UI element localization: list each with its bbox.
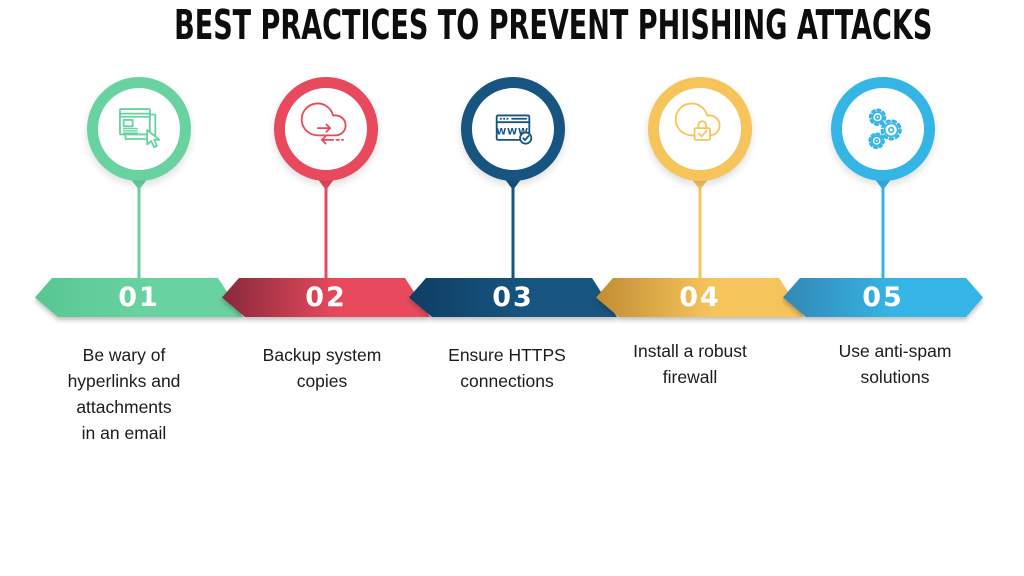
connector-line (881, 184, 885, 278)
cloud-lock-icon (674, 102, 721, 141)
step-number: 03 (492, 282, 534, 313)
step-circle (648, 77, 752, 181)
step-column-3: WWW Ensure HTTPS connections (409, 60, 617, 480)
step-banner-4: 04 (596, 278, 804, 317)
step-description: Use anti-spam solutions (838, 341, 952, 387)
banner-ribbon: 01 (35, 278, 243, 317)
step-circle: WWW (461, 77, 565, 181)
step-description: Backup system copies (262, 345, 382, 391)
step-circle (274, 77, 378, 181)
gears-icon (868, 108, 902, 150)
banner-ribbon: 02 (222, 278, 430, 317)
step-number: 05 (862, 282, 904, 313)
step-banner-1: 01 (35, 278, 243, 317)
gear-large-right (880, 119, 902, 141)
browser-windows-cursor-icon (119, 108, 161, 149)
step-column-1: Be wary of hyperlinks and attachments in… (35, 60, 243, 480)
banner-ribbon: 03 (409, 278, 617, 317)
step-column-5: Use anti-spam solutions (779, 60, 987, 480)
step-column-2: Backup system copies (222, 60, 430, 480)
step-banner-2: 02 (222, 278, 430, 317)
step-column-4: Install a robust firewall (596, 60, 804, 480)
banner-ribbon: 04 (596, 278, 804, 317)
step-number: 02 (305, 282, 347, 313)
step-banner-5: 05 (783, 278, 983, 317)
step-description: Ensure HTTPS connections (448, 345, 566, 391)
connector-line (698, 184, 702, 278)
gear-small-bottom (868, 132, 885, 150)
step-description: Install a robust firewall (633, 341, 747, 387)
step-number: 01 (118, 282, 160, 313)
www-browser-check-icon: WWW (495, 114, 533, 145)
banner-ribbon: 05 (783, 278, 983, 317)
connector-line (137, 184, 141, 278)
svg-text:WWW: WWW (496, 127, 529, 137)
connector-line (511, 184, 515, 278)
connector-line (324, 184, 328, 278)
step-number: 04 (679, 282, 721, 313)
step-circle (87, 77, 191, 181)
step-description: Be wary of hyperlinks and attachments in… (67, 345, 181, 443)
step-banner-3: 03 (409, 278, 617, 317)
gear-small-top (868, 108, 887, 126)
page-title: BEST PRACTICES TO PREVENT PHISHING ATTAC… (174, 1, 933, 49)
step-circle (831, 77, 935, 181)
cloud-sync-icon (300, 102, 347, 145)
